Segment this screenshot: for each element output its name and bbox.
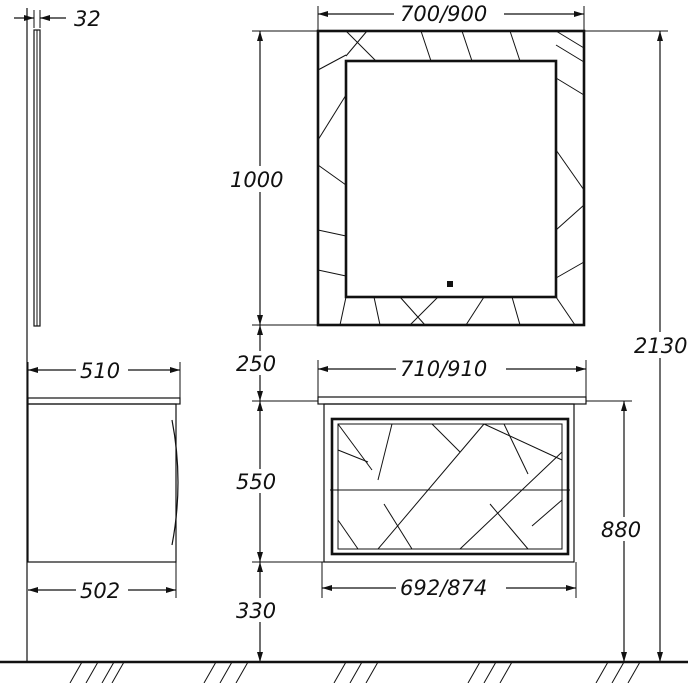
mirror-height-dimension: 1000 xyxy=(226,30,318,326)
mirror-width-label: 700/900 xyxy=(400,2,487,26)
cabinet-top-width-dimension: 710/910 xyxy=(317,356,587,397)
gap-250-dimension: 250 xyxy=(234,325,318,402)
mirror-to-cabinet-label: 250 xyxy=(236,352,276,376)
floor-hatching xyxy=(69,661,641,683)
mirror-depth-label: 32 xyxy=(74,7,101,31)
cabinet-bottom-width-label: 692/874 xyxy=(400,576,487,600)
side-top-depth-dimension: 510 xyxy=(27,357,181,398)
mirror-front xyxy=(316,29,586,327)
floor-gap-dimension: 330 xyxy=(234,562,282,662)
cabinet-height-label: 880 xyxy=(601,518,641,542)
side-view-cabinet xyxy=(27,397,181,563)
mirror-decor-pattern xyxy=(317,30,585,326)
cabinet-height-dimension: 880 xyxy=(586,400,648,662)
mirror-depth-dimension: 32 xyxy=(14,7,101,31)
floor-to-cabinet-label: 330 xyxy=(236,599,276,623)
total-height-dimension: 2130 xyxy=(584,30,688,662)
side-top-depth-label: 510 xyxy=(80,359,120,383)
mirror-height-label: 1000 xyxy=(230,168,283,192)
mirror-switch-icon xyxy=(447,281,453,287)
side-bottom-depth-dimension: 502 xyxy=(28,562,177,603)
cabinet-top-width-label: 710/910 xyxy=(400,357,487,381)
cabinet-decor-pattern xyxy=(337,423,563,550)
side-bottom-depth-label: 502 xyxy=(80,579,120,603)
cabinet-front xyxy=(317,396,587,563)
cabinet-bottom-width-dimension: 692/874 xyxy=(321,562,577,600)
side-view-mirror xyxy=(33,29,41,327)
mirror-width-dimension: 700/900 xyxy=(317,2,585,31)
cabinet-front-height-dimension: 550 xyxy=(234,401,324,563)
cabinet-front-height-label: 550 xyxy=(236,470,276,494)
total-height-label: 2130 xyxy=(634,334,687,358)
